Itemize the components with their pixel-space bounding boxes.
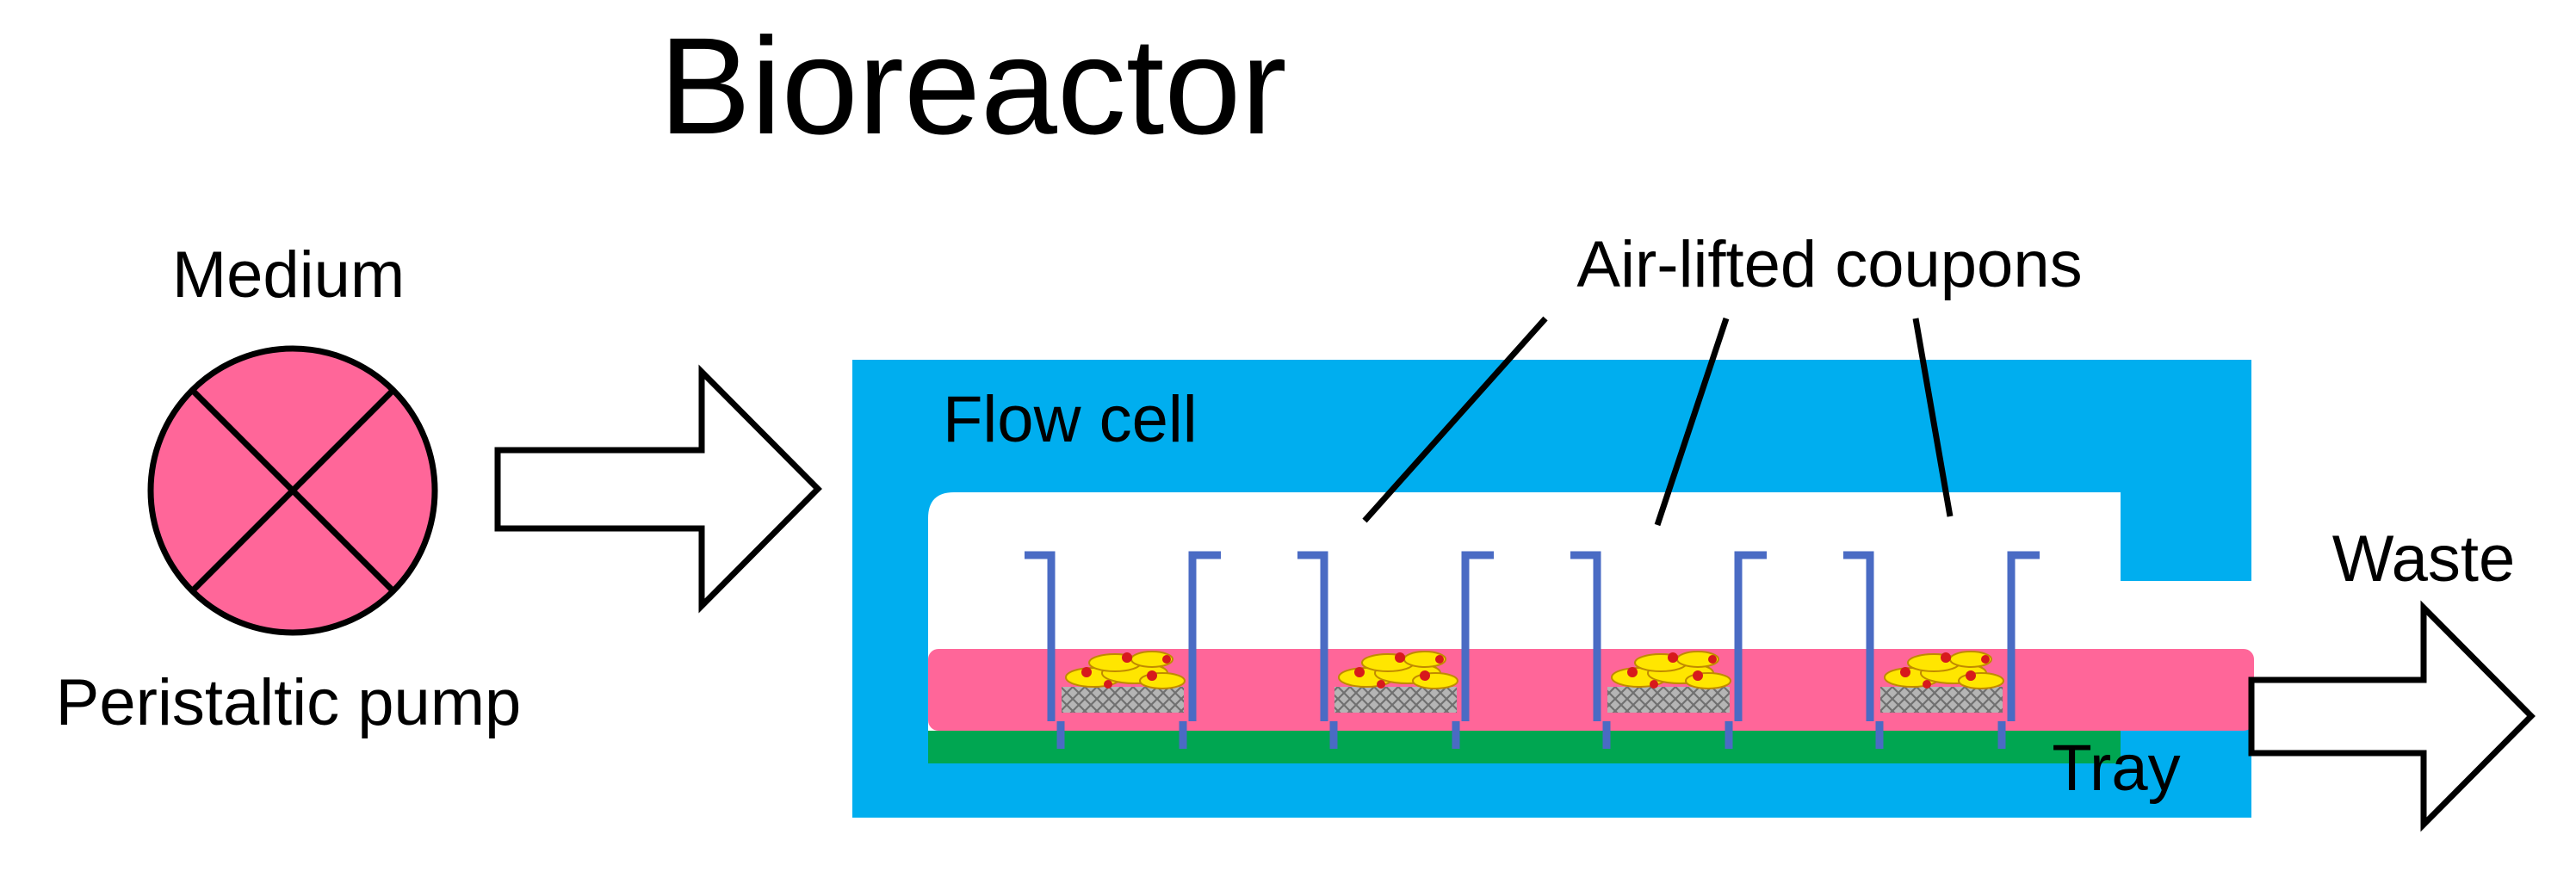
diagram-title: Bioreactor bbox=[659, 9, 1286, 163]
coupons-leader-line-2 bbox=[1654, 317, 1730, 527]
coupon-frame-left bbox=[1570, 551, 1601, 721]
coupon-4 bbox=[1843, 551, 2040, 749]
tray bbox=[928, 731, 2121, 763]
coupon-frame-left bbox=[1843, 551, 1874, 721]
biofilm-cells bbox=[1611, 651, 1731, 689]
biofilm-cells bbox=[1338, 651, 1458, 689]
peristaltic-pump-icon bbox=[147, 345, 438, 636]
coupon-frame-left bbox=[1025, 551, 1056, 721]
coupons-leader-line-3 bbox=[1912, 318, 1954, 517]
inflow-arrow-icon bbox=[494, 364, 822, 614]
coupons-leader-line-1 bbox=[1362, 316, 1548, 523]
coupon-frame-right bbox=[1461, 551, 1494, 721]
coupon-2 bbox=[1297, 551, 1494, 749]
biofilm-cells bbox=[1884, 651, 2004, 689]
coupon-3 bbox=[1570, 551, 1767, 749]
coupon-frame-left bbox=[1297, 551, 1328, 721]
coupon-membrane bbox=[1334, 687, 1457, 713]
medium-label: Medium bbox=[172, 238, 405, 312]
coupon-membrane bbox=[1607, 687, 1730, 713]
coupon-frame-right bbox=[1734, 551, 1767, 721]
flow-cell-label: Flow cell bbox=[943, 383, 1198, 456]
tray-label: Tray bbox=[2052, 732, 2180, 805]
coupon-membrane bbox=[1880, 687, 2003, 713]
biofilm-cells bbox=[1065, 651, 1186, 689]
coupons-label: Air-lifted coupons bbox=[1576, 228, 2082, 301]
pump-cross-line-2 bbox=[189, 387, 396, 594]
pump-label: Peristaltic pump bbox=[56, 666, 522, 739]
coupon-1 bbox=[1025, 551, 1221, 749]
coupon-frame-right bbox=[1188, 551, 1221, 721]
coupon-frame-right bbox=[2007, 551, 2040, 721]
waste-label: Waste bbox=[2332, 522, 2516, 596]
coupon-membrane bbox=[1062, 687, 1184, 713]
flow-cell bbox=[852, 360, 2251, 818]
outflow-arrow-icon bbox=[2248, 600, 2536, 832]
